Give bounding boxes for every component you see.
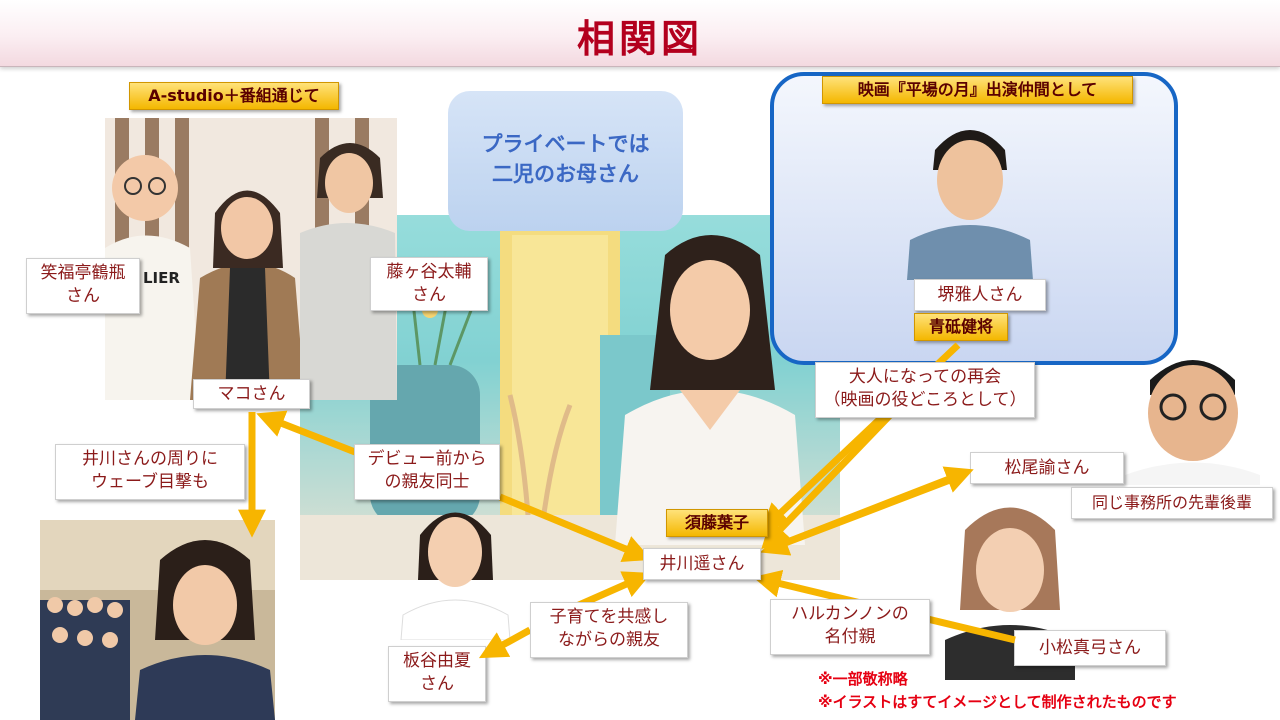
classroom-illustration [40,520,275,720]
relation-debut: デビュー前から の親友同士 [354,444,500,500]
label-itaya: 板谷由夏 さん [388,646,486,702]
relation-godparent: ハルカンノンの 名付親 [770,599,930,655]
relation-wave-line2: ウェーブ目撃も [91,472,209,492]
relation-adult: 大人になっての再会 （映画の役どころとして） [815,362,1035,418]
arrow-debut-to-mako [256,410,357,456]
sakai-illustration [905,110,1035,280]
label-komatsu: 小松真弓さん [1014,630,1166,666]
label-fujigaya-line2: さん [412,285,446,305]
bubble-line2: 二児のお母さん [492,162,639,186]
matsuo-illustration [1125,335,1260,485]
igawa-illustration [610,215,810,545]
label-tsurube: 笑福亭鶴瓶 さん [26,258,140,314]
relation-wave: 井川さんの周りに ウェーブ目撃も [55,444,245,500]
relation-debut-line2: の親友同士 [384,472,470,492]
bubble-line1: プライベートでは [481,132,650,156]
group-label-movie: 映画『平場の月』出演仲間として [822,76,1133,104]
label-itaya-line2: さん [420,674,454,694]
label-fujigaya-line1: 藤ヶ谷太輔 [386,262,472,282]
page-title: 相関図 [576,17,703,61]
title-bar: 相関図 [0,0,1280,67]
label-fujigaya: 藤ヶ谷太輔 さん [370,257,488,311]
astudio-group-illustration: LIER [105,118,397,400]
arrow-adult-to-igawa [761,407,898,550]
label-itaya-line1: 板谷由夏 [403,651,471,671]
arrow-debut-to-igawa [498,493,652,563]
arrow-matsuo-to-igawa [760,476,952,556]
label-tsurube-line2: さん [66,286,100,306]
note-honorific: ※一部敬称略 [818,670,908,688]
itaya-illustration [398,490,513,640]
label-sakai: 堺雅人さん [914,279,1046,311]
relation-childcare: 子育てを共感し ながらの親友 [530,602,688,658]
role-aoto: 青砥健将 [914,313,1008,341]
note-illustration: ※イラストはすてイメージとして制作されたものです [818,693,1177,711]
relation-office: 同じ事務所の先輩後輩 [1071,487,1273,519]
label-igawa: 井川遥さん [643,548,761,580]
relation-debut-line1: デビュー前から [367,449,487,469]
relation-godparent-line1: ハルカンノンの [791,604,909,624]
role-sudo: 須藤葉子 [666,509,768,537]
label-mako: マコさん [193,379,310,409]
relation-adult-line1: 大人になっての再会 [848,367,1002,387]
relation-childcare-line2: ながらの親友 [558,630,660,650]
shirt-text: LIER [143,269,180,287]
label-matsuo: 松尾諭さん [970,452,1124,484]
arrow-childcare-to-itaya [478,626,532,659]
relation-godparent-line2: 名付親 [824,627,876,647]
group-label-astudio: A-studio＋番組通じて [129,82,339,110]
relation-childcare-line1: 子育てを共感し [549,607,669,627]
label-tsurube-line1: 笑福亭鶴瓶 [40,263,126,283]
speech-bubble: プライベートでは 二児のお母さん [448,91,683,231]
relation-wave-line1: 井川さんの周りに [82,449,218,469]
relation-adult-line2: （映画の役どころとして） [823,390,1027,410]
